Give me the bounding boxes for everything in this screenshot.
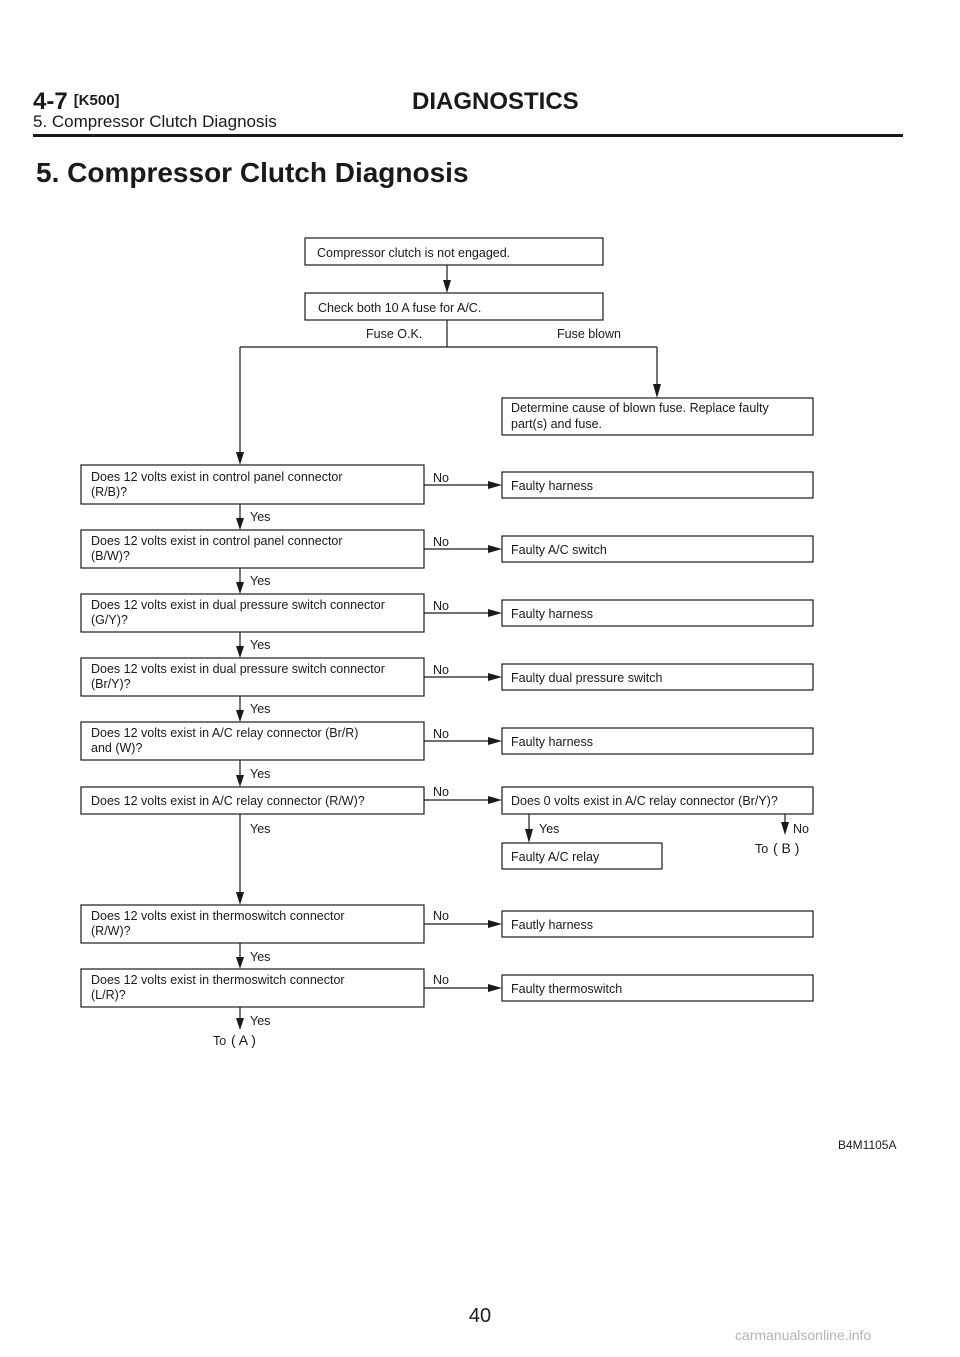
page-title: 5. Compressor Clutch Diagnosis — [36, 157, 469, 188]
result-2-text: Faulty A/C switch — [511, 543, 607, 557]
section-number: 4-7 — [33, 88, 68, 115]
check-5-line-1: Does 12 volts exist in A/C relay connect… — [91, 726, 358, 740]
yes-label-8: Yes — [250, 1014, 270, 1028]
figure-code: B4M1105A — [838, 1138, 897, 1152]
check-7-line-2: (R/W)? — [91, 924, 131, 938]
fuse-check-text: Check both 10 A fuse for A/C. — [318, 301, 481, 315]
header-subtitle: 5. Compressor Clutch Diagnosis — [33, 112, 277, 131]
check-7-line-1: Does 12 volts exist in thermoswitch conn… — [91, 909, 345, 923]
no-label-7: No — [433, 909, 449, 923]
check-4-line-1: Does 12 volts exist in dual pressure swi… — [91, 662, 385, 676]
connector-lines — [239, 265, 786, 1020]
to-a-label: To — [213, 1034, 226, 1048]
check-3-line-1: Does 12 volts exist in dual pressure swi… — [91, 598, 385, 612]
no-label-4: No — [433, 663, 449, 677]
to-b-ref: ( B ) — [773, 840, 799, 856]
check-6-line-1: Does 12 volts exist in A/C relay connect… — [91, 794, 365, 808]
check-2-line-2: (B/W)? — [91, 549, 130, 563]
result-8-text: Faulty thermoswitch — [511, 982, 622, 996]
result-5-text: Faulty harness — [511, 735, 593, 749]
check-1-line-1: Does 12 volts exist in control panel con… — [91, 470, 343, 484]
relay-no-label: No — [793, 822, 809, 836]
header-rule — [33, 134, 903, 137]
result-7-text: Fautly harness — [511, 918, 593, 932]
relay-result-text: Faulty A/C relay — [511, 850, 600, 864]
fuse-ok-label: Fuse O.K. — [366, 327, 422, 341]
page-number: 40 — [468, 1305, 492, 1327]
check-8-line-2: (L/R)? — [91, 988, 126, 1002]
check-3-line-2: (G/Y)? — [91, 613, 128, 627]
yes-label-6: Yes — [250, 822, 270, 836]
check-1-line-2: (R/B)? — [91, 485, 127, 499]
start-text: Compressor clutch is not engaged. — [317, 246, 510, 260]
start-box — [304, 237, 604, 266]
relay-result-box — [501, 842, 663, 870]
check-2-line-1: Does 12 volts exist in control panel con… — [91, 534, 343, 548]
relay-yes-label: Yes — [539, 822, 559, 836]
result-box-6 — [501, 786, 814, 815]
result-1-text: Faulty harness — [511, 479, 593, 493]
yes-label-5: Yes — [250, 767, 270, 781]
chapter-title: DIAGNOSTICS — [412, 88, 579, 115]
result-4-text: Faulty dual pressure switch — [511, 671, 663, 685]
yes-label-3: Yes — [250, 638, 270, 652]
fuse-check-box — [304, 292, 604, 321]
check-8-line-1: Does 12 volts exist in thermoswitch conn… — [91, 973, 345, 987]
yes-label-1: Yes — [250, 510, 270, 524]
watermark: carmanualsonline.info — [735, 1327, 872, 1343]
check-5-line-2: and (W)? — [91, 741, 142, 755]
arrow-heads — [236, 280, 789, 1030]
no-label-3: No — [433, 599, 449, 613]
fuse-action-line-2: part(s) and fuse. — [511, 417, 602, 431]
check-4-line-2: (Br/Y)? — [91, 677, 131, 691]
section-code: [K500] — [73, 92, 120, 109]
result-6-text: Does 0 volts exist in A/C relay connecto… — [511, 794, 778, 808]
to-a-ref: ( A ) — [231, 1032, 256, 1048]
result-3-text: Faulty harness — [511, 607, 593, 621]
no-label-1: No — [433, 471, 449, 485]
fuse-action-box — [501, 397, 814, 436]
fuse-blown-label: Fuse blown — [557, 327, 621, 341]
yes-label-7: Yes — [250, 950, 270, 964]
no-label-6: No — [433, 785, 449, 799]
yes-label-2: Yes — [250, 574, 270, 588]
to-b-label: To — [755, 842, 768, 856]
fuse-action-line-1: Determine cause of blown fuse. Replace f… — [511, 401, 770, 415]
no-label-2: No — [433, 535, 449, 549]
no-label-8: No — [433, 973, 449, 987]
yes-label-4: Yes — [250, 702, 270, 716]
section-id: 4-7 [K500] — [33, 88, 120, 116]
no-label-5: No — [433, 727, 449, 741]
